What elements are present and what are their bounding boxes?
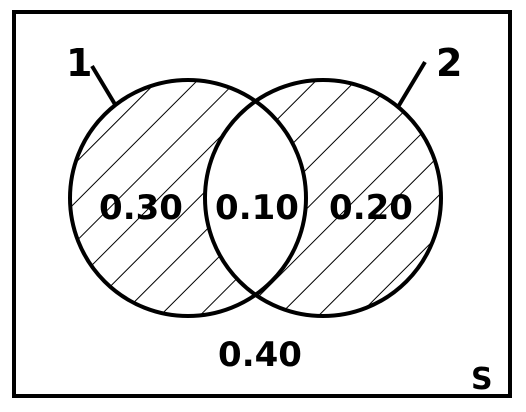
universe-label: S [471,362,493,397]
only-set-2-value: 0.20 [329,188,413,228]
set-1-label: 1 [66,41,92,85]
set-2-label: 2 [436,41,462,85]
set-1-circle [68,78,308,318]
intersection-value: 0.10 [215,188,299,228]
only-set-1-value: 0.30 [99,188,183,228]
intersection-region [205,80,306,316]
set-2-leader-line [396,60,427,109]
set-1-leader-line [90,64,118,108]
outside-value: 0.40 [218,335,302,375]
set-2-circle [203,78,443,318]
